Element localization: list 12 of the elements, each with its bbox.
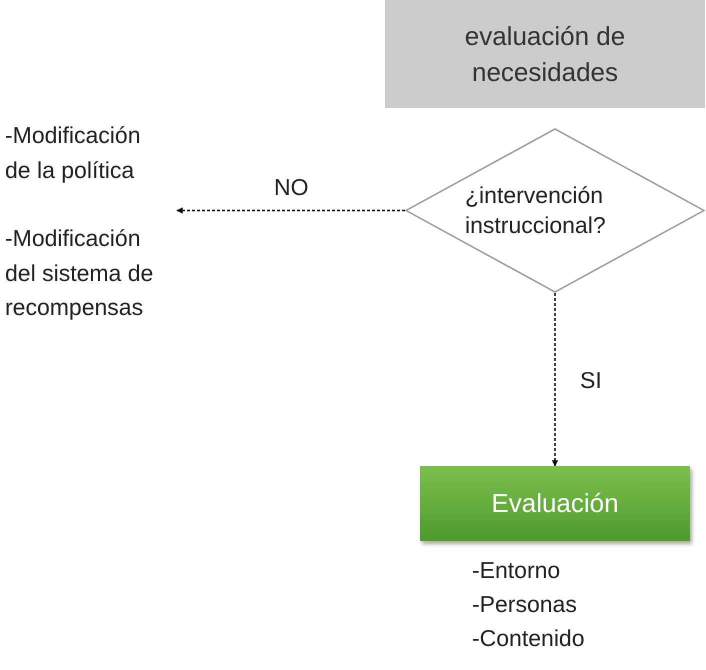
note-text: -Modificación del sistema de recompensas — [5, 224, 154, 322]
process-box — [385, 0, 705, 108]
arrow — [552, 293, 558, 467]
node-label: evaluación de necesidades — [464, 20, 626, 89]
list-item: -Entorno — [472, 556, 560, 585]
node-label: ¿intervención instruccional? — [465, 180, 607, 240]
node-label: Evaluación — [491, 487, 619, 520]
arrow — [176, 207, 405, 214]
list-item: -Contenido — [472, 624, 585, 653]
note-text: -Modificación de la política — [5, 121, 142, 185]
list-item: -Personas — [472, 590, 577, 619]
process-box — [420, 466, 690, 541]
